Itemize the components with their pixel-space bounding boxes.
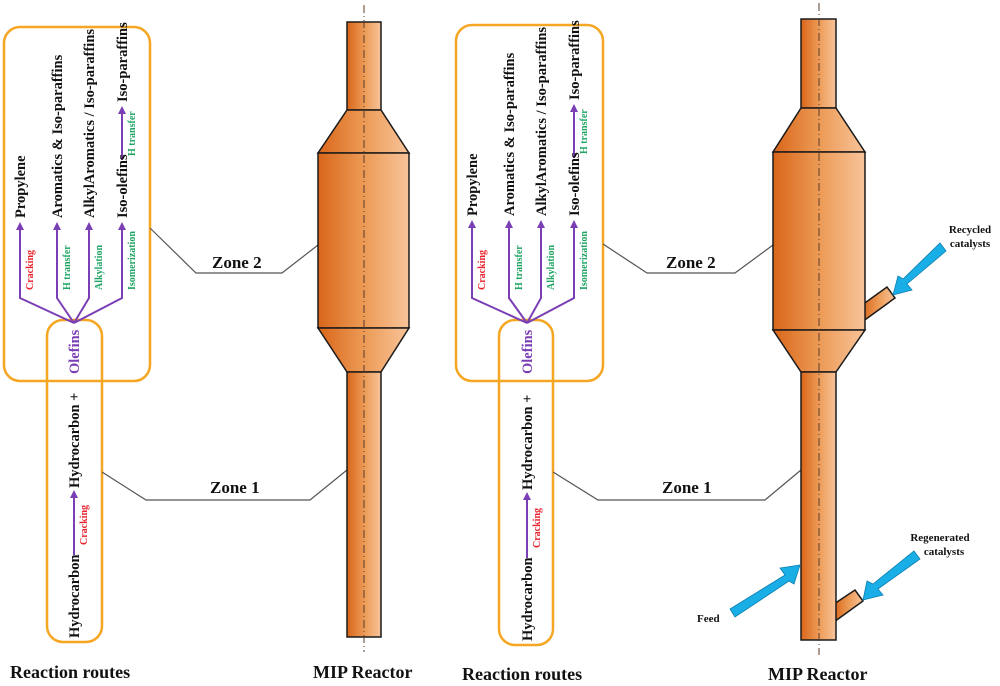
hydrocarbon-end: Hydrocarbon + [67, 393, 83, 488]
product-alkylaromatics: AlkylAromatics / Iso-paraffins [82, 29, 98, 218]
reaction-alkylation: Alkylation [546, 245, 557, 290]
recycled-arrow-icon [892, 242, 947, 296]
product-propylene: Propylene [13, 155, 29, 218]
cracking-zone1: Cracking [532, 508, 543, 548]
hydrocarbon-end: Hydrocarbon + [520, 395, 536, 490]
feed-arrow-icon [729, 564, 801, 618]
routes-caption: Reaction routes [462, 664, 582, 684]
product-aromatics: Aromatics & Iso-paraffins [502, 52, 518, 216]
arrow-to-iso-olefins [73, 222, 126, 324]
inlet-nozzles [833, 285, 897, 624]
zone1-label: Zone 1 [662, 478, 712, 497]
zone1-connector [101, 469, 348, 501]
reaction-isomerization: Isomerization [127, 231, 138, 290]
regenerated-label: Regenerated [910, 532, 969, 544]
regenerated-nozzle [833, 588, 865, 624]
recycled-nozzle [861, 285, 897, 324]
left-panel: Propylene Aromatics & Iso-paraffins Alky… [2, 5, 412, 682]
branch-arrows [468, 104, 578, 558]
cracking-zone1: Cracking [79, 505, 90, 545]
reactor-body [772, 151, 866, 331]
product-iso-olefins: Iso-olefins [115, 154, 131, 218]
product-iso-paraffins: Iso-paraffins [567, 20, 583, 100]
regenerated-label-2: catalysts [924, 546, 965, 558]
arrow-to-aromatics [505, 220, 528, 324]
arrow-to-aromatics [53, 222, 75, 324]
reaction-h-transfer-iso: H transfer [579, 109, 590, 154]
reaction-h-transfer: H transfer [62, 245, 73, 290]
product-aromatics: Aromatics & Iso-paraffins [50, 54, 66, 218]
zone2-routes-box [454, 23, 605, 383]
zone1-connector [552, 469, 802, 501]
product-iso-olefins: Iso-olefins [567, 152, 583, 216]
recycled-label: Recycled [949, 224, 991, 236]
arrow-to-propylene [468, 220, 528, 324]
zone2-label: Zone 2 [666, 253, 716, 272]
zone2-routes-box [2, 25, 152, 383]
zone1-routes-box [45, 318, 104, 644]
product-alkylaromatics: AlkylAromatics / Iso-paraffins [534, 27, 550, 216]
arrow-to-alkylaromatics [526, 220, 545, 324]
olefins-label: Olefins [520, 329, 536, 374]
reaction-alkylation: Alkylation [94, 245, 105, 290]
zone2-connector [149, 227, 319, 274]
branch-arrows [16, 106, 126, 555]
arrow-to-alkylaromatics [73, 222, 93, 324]
hydrocarbon-start: Hydrocarbon [67, 554, 83, 638]
product-propylene: Propylene [465, 153, 481, 216]
routes-caption: Reaction routes [10, 662, 130, 682]
recycled-label-2: catalysts [950, 238, 991, 250]
zone2-connector [602, 243, 774, 274]
olefins-label: Olefins [67, 329, 83, 374]
product-iso-paraffins: Iso-paraffins [115, 22, 131, 102]
reaction-isomerization: Isomerization [579, 231, 590, 290]
arrow-to-iso-olefins [526, 220, 578, 324]
reaction-cracking: Cracking [25, 250, 36, 290]
hydrocarbon-start: Hydrocarbon [520, 557, 536, 641]
arrow-to-propylene [16, 222, 75, 324]
regenerated-arrow-icon [862, 550, 921, 601]
inlet-arrows [729, 242, 947, 618]
right-panel: Propylene Aromatics & Iso-paraffins Alky… [454, 3, 991, 684]
reactor-caption: MIP Reactor [313, 662, 412, 682]
reaction-cracking: Cracking [477, 250, 488, 290]
reaction-h-transfer-iso: H transfer [127, 111, 138, 156]
zone2-label: Zone 2 [212, 253, 262, 272]
zone1-label: Zone 1 [210, 478, 260, 497]
reaction-h-transfer: H transfer [514, 245, 525, 290]
reactor-caption: MIP Reactor [768, 664, 867, 684]
feed-label: Feed [697, 613, 720, 625]
